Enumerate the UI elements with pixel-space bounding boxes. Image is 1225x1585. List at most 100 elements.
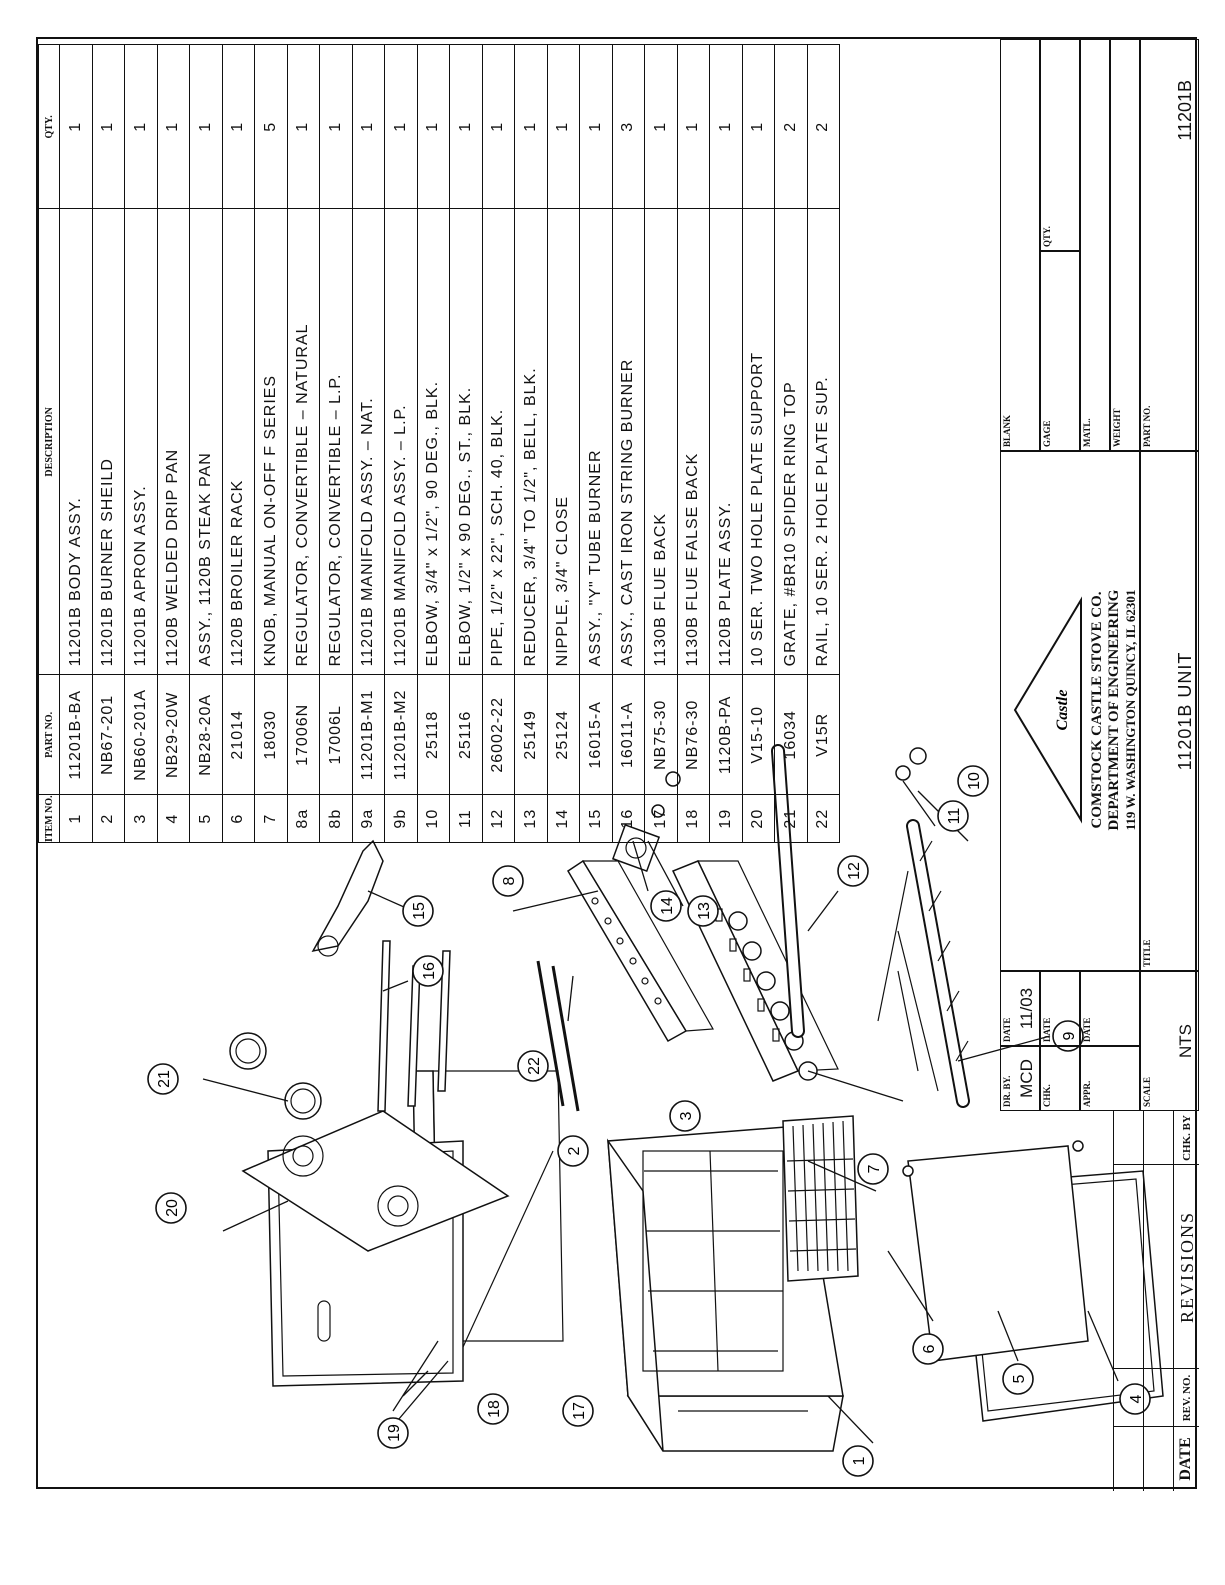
part-no-cell: 25116 bbox=[449, 674, 482, 795]
part-rails bbox=[536, 960, 580, 1112]
callout-4: 4 bbox=[1119, 1383, 1151, 1415]
description-cell: REGULATOR, CONVERTIBLE – NATURAL bbox=[287, 208, 320, 675]
blank-cell: BLANK bbox=[1000, 39, 1040, 451]
qty-cell: 1 bbox=[124, 44, 157, 209]
qty-cell: 1 bbox=[644, 44, 677, 209]
svg-text:12: 12 bbox=[846, 862, 863, 880]
part-no-cell: 25118 bbox=[417, 674, 450, 795]
part-no-cell: V15-10 bbox=[742, 674, 775, 795]
description-cell: 1130B FLUE BACK bbox=[644, 208, 677, 675]
part-plate-support bbox=[241, 1110, 510, 1252]
svg-text:9: 9 bbox=[1061, 1031, 1078, 1040]
part-grates bbox=[229, 1032, 322, 1120]
part-no-cell: 16011-A bbox=[612, 674, 645, 795]
item-no-cell: 15 bbox=[579, 794, 612, 843]
svg-text:6: 6 bbox=[921, 1344, 938, 1353]
gage-cell: GAGE bbox=[1040, 251, 1080, 451]
qty-cell: 1 bbox=[222, 44, 255, 209]
item-no-cell: 13 bbox=[514, 794, 547, 843]
callout-8: 8 bbox=[492, 865, 524, 897]
description-cell: 10 SER. TWO HOLE PLATE SUPPORT bbox=[742, 208, 775, 675]
description-cell: 11201B BODY ASSY. bbox=[59, 208, 92, 675]
part-no-cell: NB28-20A bbox=[189, 674, 222, 795]
drawing-frame: 1 2 3 4 5 6 7 8 9 10 11 12 13 14 15 16 1… bbox=[36, 37, 1199, 1491]
item-no-cell: 2 bbox=[92, 794, 125, 843]
callout-15: 15 bbox=[402, 895, 434, 927]
description-cell: 1120B WELDED DRIP PAN bbox=[157, 208, 190, 675]
qty-cell: 1 bbox=[189, 44, 222, 209]
callout-2: 2 bbox=[557, 1135, 589, 1167]
svg-text:7: 7 bbox=[866, 1164, 883, 1173]
qty-cell: QTY. bbox=[1040, 39, 1080, 251]
description-cell: 11201B MANIFOLD ASSY. – L.P. bbox=[384, 208, 417, 675]
qty-cell: 1 bbox=[482, 44, 515, 209]
description-cell: NIPPLE, 3/4" CLOSE bbox=[547, 208, 580, 675]
svg-text:15: 15 bbox=[411, 902, 428, 920]
callout-22: 22 bbox=[517, 1050, 549, 1082]
qty-cell: 1 bbox=[677, 44, 710, 209]
description-cell: REDUCER, 3/4" TO 1/2", BELL, BLK. bbox=[514, 208, 547, 675]
item-no-cell: 9a bbox=[352, 794, 385, 843]
part-no-cell: 11201B-M1 bbox=[352, 674, 385, 795]
part-no-cell: NB60-201A bbox=[124, 674, 157, 795]
item-no-cell: 17 bbox=[644, 794, 677, 843]
callout-17: 17 bbox=[562, 1395, 594, 1427]
chk-cell: CHK. bbox=[1040, 1046, 1080, 1111]
svg-text:8: 8 bbox=[501, 876, 518, 885]
svg-text:19: 19 bbox=[386, 1424, 403, 1442]
description-cell: KNOB, MANUAL ON-OFF F SERIES bbox=[254, 208, 287, 675]
title-value: 11201B UNIT bbox=[1175, 651, 1195, 771]
material-block: BLANK GAGE QTY. MATL. WEIGHT PART NO.112… bbox=[1000, 39, 1199, 451]
item-no-cell: 7 bbox=[254, 794, 287, 843]
part-burner-shield bbox=[566, 859, 714, 1043]
item-no-cell: 6 bbox=[222, 794, 255, 843]
callout-18: 18 bbox=[477, 1393, 509, 1425]
qty-cell: 1 bbox=[547, 44, 580, 209]
qty-cell: 1 bbox=[449, 44, 482, 209]
description-cell: GRATE, #BR10 SPIDER RING TOP bbox=[774, 208, 807, 675]
callout-7: 7 bbox=[857, 1153, 889, 1185]
description-cell: ELBOW, 1/2" x 90 DEG., ST., BLK. bbox=[449, 208, 482, 675]
description-cell: REGULATOR, CONVERTIBLE – L.P. bbox=[319, 208, 352, 675]
part-apron bbox=[671, 860, 839, 1082]
callout-14: 14 bbox=[650, 890, 682, 922]
callout-3: 3 bbox=[669, 1100, 701, 1132]
item-no-cell: 21 bbox=[774, 794, 807, 843]
item-no-cell: 20 bbox=[742, 794, 775, 843]
callout-6: 6 bbox=[912, 1333, 944, 1365]
svg-text:1: 1 bbox=[851, 1456, 868, 1465]
qty-cell: 3 bbox=[612, 44, 645, 209]
part-body-assembly bbox=[607, 1125, 844, 1452]
item-no-cell: 22 bbox=[807, 794, 840, 843]
department-name: DEPARTMENT OF ENGINEERING bbox=[1106, 589, 1122, 831]
description-cell: 1120B BROILER RACK bbox=[222, 208, 255, 675]
part-regulator-and-fittings bbox=[611, 747, 927, 873]
qty-cell: 1 bbox=[319, 44, 352, 209]
qty-cell: 5 bbox=[254, 44, 287, 209]
callout-10: 10 bbox=[957, 765, 989, 797]
item-no-cell: 10 bbox=[417, 794, 450, 843]
callout-19: 19 bbox=[377, 1417, 409, 1449]
svg-text:Castle: Castle bbox=[1054, 690, 1071, 731]
part-no-cell: 25149 bbox=[514, 674, 547, 795]
company-address: 119 W. WASHINGTON QUINCY, IL 62301 bbox=[1123, 589, 1138, 831]
company-name: COMSTOCK CASTLE STOVE CO. bbox=[1089, 591, 1105, 829]
callout-12: 12 bbox=[837, 855, 869, 887]
appr-date-cell: DATE bbox=[1080, 971, 1140, 1046]
svg-text:5: 5 bbox=[1011, 1374, 1028, 1383]
svg-text:22: 22 bbox=[526, 1057, 543, 1075]
item-no-cell: 9b bbox=[384, 794, 417, 843]
